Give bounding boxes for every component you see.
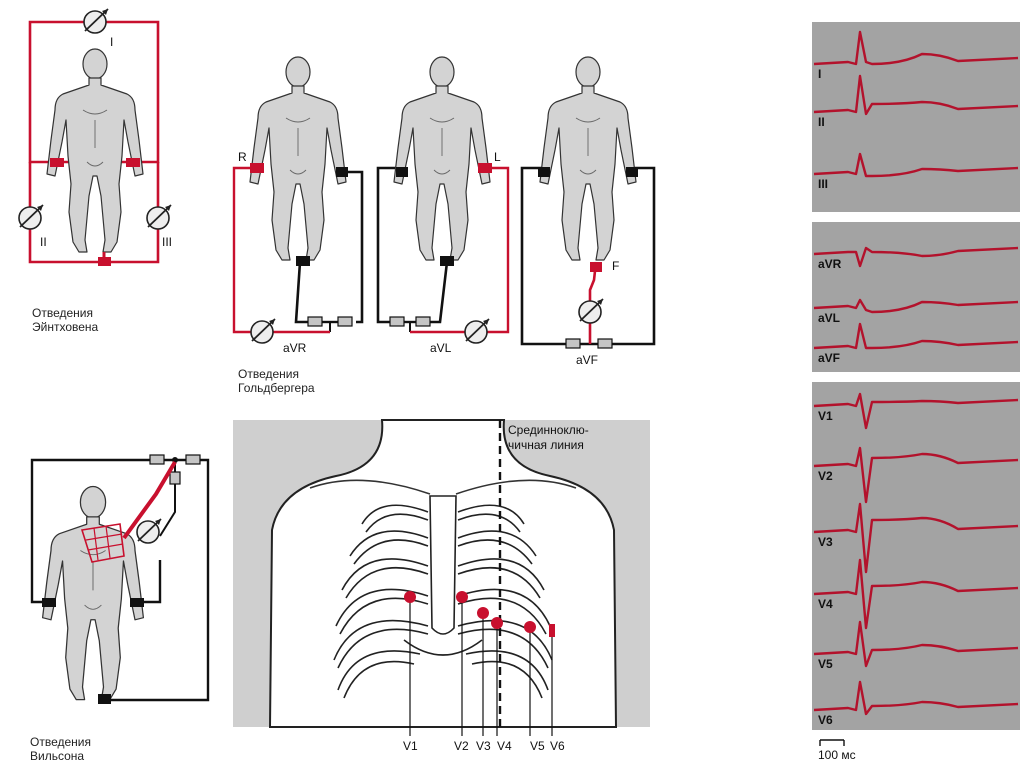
ecg-label-II: II: [818, 115, 825, 129]
goldberger-caption-2: Гольдбергера: [238, 381, 315, 395]
ecg-panel-augmented: [812, 222, 1020, 372]
lead-I-label: I: [110, 35, 113, 49]
ecg-label-V4: V4: [818, 597, 833, 611]
meter-aVL: [464, 318, 490, 344]
ecg-label-aVL: aVL: [818, 311, 840, 325]
V2-label: V2: [454, 739, 469, 753]
electrode-V4: [491, 617, 503, 629]
F-label: F: [612, 259, 619, 273]
V5-label: V5: [530, 739, 545, 753]
left-arm-electrode: [126, 158, 140, 167]
ecg-label-I: I: [818, 67, 821, 81]
aVF-label: aVF: [576, 353, 598, 367]
right-arm-electrode: [50, 158, 64, 167]
wilson-caption-2: Вильсона: [30, 749, 84, 763]
goldberger-aVL: L aVL: [376, 56, 510, 355]
electrode-V2: [456, 591, 468, 603]
ecg-trace-aVF: [813, 322, 1019, 350]
V6-label: V6: [550, 739, 565, 753]
goldberger-aVF: F aVF: [520, 56, 656, 367]
electrode-V5: [524, 621, 536, 633]
goldberger-aVR: R aVR: [232, 56, 364, 355]
ecg-trace-II: [813, 74, 1019, 116]
right-ribs: [457, 504, 553, 699]
ecg-trace-V1: [813, 392, 1019, 430]
aVR-label: aVR: [283, 341, 307, 355]
meter-aVR: [250, 318, 276, 344]
meter-lead-II: [18, 204, 44, 230]
ecg-label-aVR: aVR: [818, 257, 842, 271]
goldberger-caption-1: Отведения: [238, 367, 299, 381]
R-label: R: [238, 150, 247, 164]
ecg-trace-I: [813, 30, 1019, 66]
left-leg-electrode: [98, 257, 111, 266]
ecg-trace-V4: [813, 558, 1019, 630]
ecg-label-V5: V5: [818, 657, 833, 671]
electrode-V6: [549, 624, 555, 637]
ecg-trace-V6: [813, 680, 1019, 716]
V4-label: V4: [497, 739, 512, 753]
electrode-V1: [404, 591, 416, 603]
ecg-label-V3: V3: [818, 535, 833, 549]
einthoven-caption-2: Эйнтховена: [32, 320, 99, 334]
midclavicular-label-1: Срединноклю-: [508, 423, 589, 437]
chest-panel: Срединноклю- чичная линия V1 V2 V3 V4 V5…: [233, 419, 650, 753]
wilson-panel: Отведения Вильсона: [30, 454, 210, 763]
ecg-label-III: III: [818, 177, 828, 191]
time-scale-label: 100 мс: [818, 748, 856, 762]
lead-III-label: III: [162, 235, 172, 249]
ecg-trace-III: [813, 152, 1019, 178]
aVL-electrode: [478, 163, 492, 173]
meter-aVF: [578, 298, 604, 324]
einthoven-panel: I II III Отведения Эйнтховена: [18, 8, 172, 334]
V1-label: V1: [403, 739, 418, 753]
meter-wilson: [136, 518, 162, 544]
goldberger-panel: R aVR L aVL: [232, 56, 656, 395]
aVL-label: aVL: [430, 341, 452, 355]
lead-II-label: II: [40, 235, 47, 249]
ecg-trace-aVL: [813, 298, 1019, 314]
einthoven-body: [46, 48, 144, 253]
ecg-label-aVF: aVF: [818, 351, 840, 365]
ecg-panel-precordial: [812, 382, 1020, 730]
V3-label: V3: [476, 739, 491, 753]
wilson-caption-1: Отведения: [30, 735, 91, 749]
ecg-trace-aVR: [813, 246, 1019, 268]
midclavicular-label-2: чичная линия: [508, 438, 584, 452]
L-label: L: [494, 150, 501, 164]
ecg-label-V2: V2: [818, 469, 833, 483]
aVR-electrode: [250, 163, 264, 173]
ecg-label-V6: V6: [818, 713, 833, 727]
ecg-trace-V2: [813, 446, 1019, 504]
ecg-panel-limb: [812, 22, 1020, 212]
ecg-trace-V3: [813, 502, 1019, 574]
ecg-label-V1: V1: [818, 409, 833, 423]
einthoven-caption-1: Отведения: [32, 306, 93, 320]
aVF-electrode: [590, 262, 602, 272]
left-ribs: [333, 504, 429, 699]
meter-lead-III: [146, 204, 172, 230]
meter-lead-I: [83, 8, 109, 34]
ecg-trace-V5: [813, 620, 1019, 668]
electrode-V3: [477, 607, 489, 619]
